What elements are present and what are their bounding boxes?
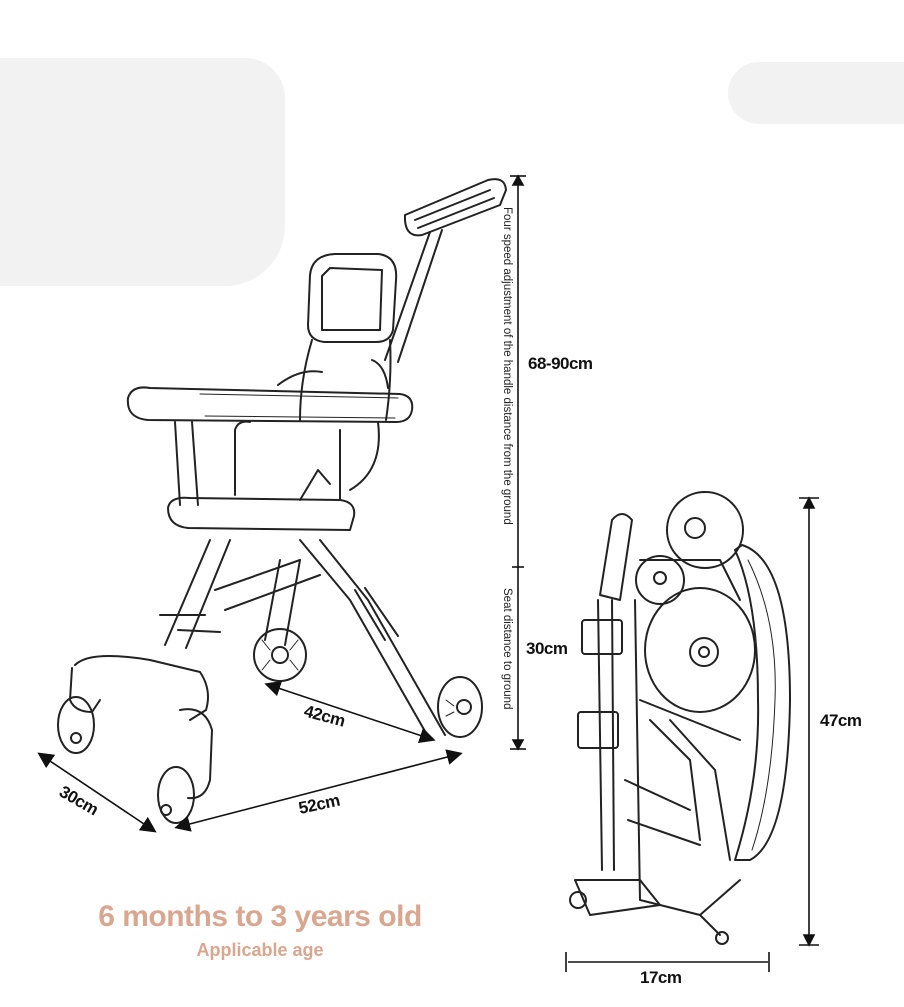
- folded-height-label: 47cm: [820, 711, 862, 730]
- age-range-title: 6 months to 3 years old: [98, 900, 422, 933]
- stroller-unfolded: [57, 178, 507, 824]
- background-shape-right: [728, 62, 904, 124]
- length-dimension-line: [174, 749, 463, 832]
- handle-note: Four speed adjustment of the handle dist…: [501, 207, 513, 525]
- handle-height-label: 68-90cm: [528, 354, 593, 373]
- background-shape-left: [0, 58, 285, 286]
- age-range-subtitle: Applicable age: [196, 940, 324, 960]
- seat-note: Seat distance to ground: [501, 588, 513, 710]
- seat-height-label: 30cm: [526, 639, 568, 658]
- wheel-gap-dimension-line: [264, 680, 436, 744]
- front-width-dimension-line: [37, 752, 157, 833]
- folded-depth-label: 17cm: [640, 968, 682, 987]
- stroller-folded: [569, 491, 791, 945]
- wheel-gap-label: 42cm: [302, 702, 347, 731]
- front-width-label: 30cm: [56, 782, 102, 819]
